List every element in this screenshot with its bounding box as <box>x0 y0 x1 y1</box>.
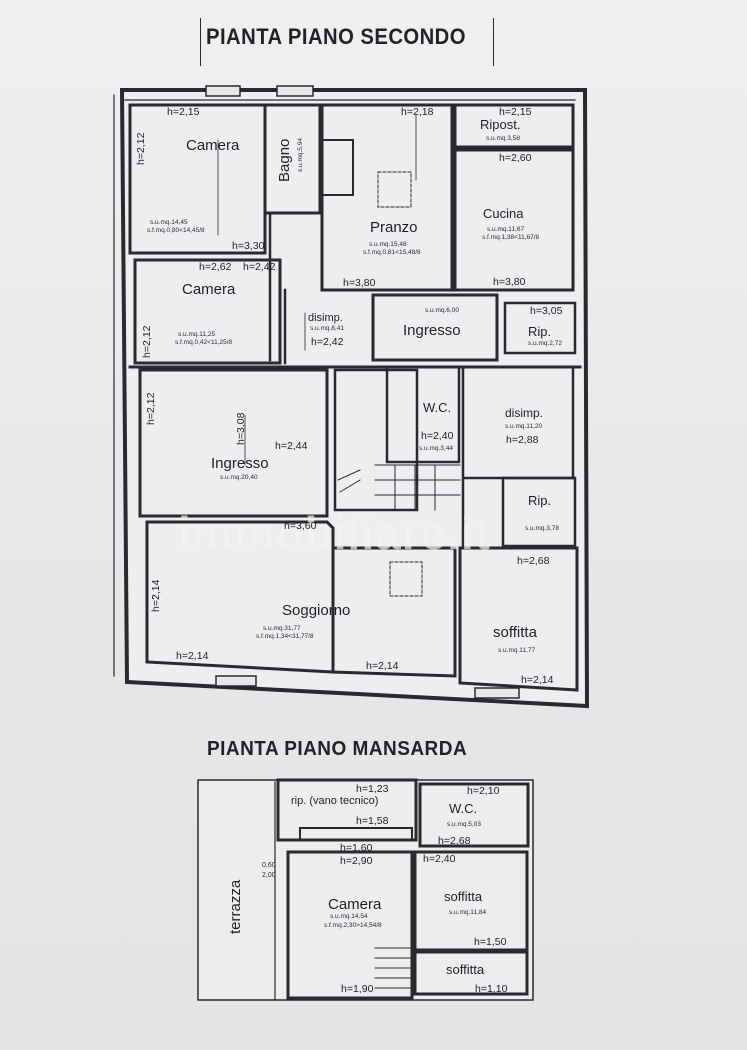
camera-mid-sum-2: s.f.mq.0,42<11,25/8 <box>175 339 233 346</box>
camera-top-sum-2: s.f.mq.0,80<14,45/8 <box>147 227 205 234</box>
room-rip-top: Rip. <box>528 324 552 339</box>
attic-wc-sum: s.u.mq.5,03 <box>447 821 481 828</box>
room-ripost: Ripost. <box>480 117 521 132</box>
room-rip-mid: Rip. <box>528 493 552 508</box>
cucina-sum-1: s.u.mq.11,67 <box>487 226 525 233</box>
ingresso-main-sum: s.u.mq.20,40 <box>220 474 258 481</box>
pranzo-sum-1: s.u.mq.15,48 <box>369 241 407 248</box>
soffitta-height: h=2,14 <box>521 674 554 686</box>
attic-stair-height-2: h=2,90 <box>340 855 373 867</box>
pranzo-height-bottom: h=3,80 <box>343 277 376 289</box>
cucina-height-top: h=2,60 <box>499 152 532 164</box>
camera-mid-sum-1: s.u.mq.11,25 <box>178 331 216 338</box>
ingresso-top-sum: s.u.mq.6,00 <box>425 307 459 314</box>
watermark-logo: immobiliare.it <box>178 507 492 559</box>
soffitta-sum: s.u.mq.11,77 <box>498 647 536 654</box>
camera-mid-height-1: h=2,62 <box>199 261 232 273</box>
rip-mid-sum: s.u.mq.3,78 <box>525 525 559 532</box>
room-wc: W.C. <box>423 400 452 415</box>
disimp-left-height: h=2,42 <box>311 336 344 348</box>
soffitta-b-height: h=1,10 <box>475 983 508 995</box>
rip-mid-height: h=2,68 <box>517 555 550 567</box>
title-attic-floor: PIANTA PIANO MANSARDA <box>207 738 468 760</box>
room-soggiorno: Soggiorno <box>282 602 351 619</box>
cucina-sum-2: s.f.mq.1,38<11,67/8 <box>482 234 540 241</box>
bagno-sum: s.u.mq.5,94 <box>297 138 304 172</box>
attic-stair-height-1: h=1,60 <box>340 842 373 854</box>
title-frame-second <box>200 18 494 66</box>
attic-camera-sum-1: s.u.mq.14,54 <box>330 913 368 920</box>
room-soffitta: soffitta <box>493 624 537 641</box>
attic-camera-sum-2: s.f.mq.2,30>14,54/8 <box>324 922 382 929</box>
rip-tecnico-height-2: h=1,58 <box>356 815 389 827</box>
camera-top-sum-1: s.u.mq.14,45 <box>150 219 188 226</box>
attic-stair-tick-2: 2,00 <box>262 872 276 879</box>
room-ingresso-main: Ingresso <box>211 455 269 472</box>
room-terrazza: terrazza <box>227 879 244 934</box>
pranzo-sum-2: s.f.mq.0,81<15,48/8 <box>363 249 421 256</box>
disimp-right-sum: s.u.mq.11,20 <box>505 423 543 430</box>
ingresso-main-height-side: h=2,12 <box>145 392 157 425</box>
room-rip-tecnico: rip. (vano tecnico) <box>291 795 379 807</box>
ingresso-main-height-bottom: h=3,60 <box>284 520 317 532</box>
camera-mid-height-2: h=2,42 <box>243 261 276 273</box>
room-attic-camera: Camera <box>328 896 382 913</box>
attic-wc-height-2: h=2,68 <box>438 835 471 847</box>
soggiorno-sum-1: s.u.mq.31,77 <box>263 625 301 632</box>
soffitta-a-sum: s.u.mq.11,84 <box>449 909 487 916</box>
wc-sum: s.u.mq.3,44 <box>419 445 453 452</box>
soggiorno-height-bottom-left: h=2,14 <box>176 650 209 662</box>
rip-top-height: h=3,05 <box>530 305 563 317</box>
attic-wc-height-1: h=2,10 <box>467 785 500 797</box>
soffitta-a-height-bottom: h=1,50 <box>474 936 507 948</box>
camera-mid-height-side: h=2,12 <box>141 325 153 358</box>
soggiorno-height-side: h=2,14 <box>150 579 162 612</box>
soffitta-a-height-top: h=2,40 <box>423 853 456 865</box>
soggiorno-height-bottom-mid: h=2,14 <box>366 660 399 672</box>
soggiorno-sum-2: s.f.mq.1,34<31,77/8 <box>256 633 314 640</box>
room-attic-soffitta-a: soffitta <box>444 889 483 904</box>
ingresso-main-height: h=2,44 <box>275 440 308 452</box>
attic-stair-tick-1: 0,60 <box>262 862 276 869</box>
room-bagno: Bagno <box>276 138 293 182</box>
rip-tecnico-height-1: h=1,23 <box>356 783 389 795</box>
disimp-right-height: h=2,88 <box>506 434 539 446</box>
room-disimp-left: disimp. <box>308 312 343 324</box>
room-camera-mid: Camera <box>182 281 236 298</box>
room-cucina: Cucina <box>483 206 524 221</box>
room-ingresso-top: Ingresso <box>403 322 461 339</box>
cucina-height-bottom: h=3,80 <box>493 276 526 288</box>
room-camera-top: Camera <box>186 137 240 154</box>
wc-height: h=2,40 <box>421 430 454 442</box>
camera-top-height-top: h=2,15 <box>167 106 200 118</box>
disimp-left-sum: s.u.mq.8,41 <box>310 325 344 332</box>
ripost-height: h=2,15 <box>499 106 532 118</box>
title-second-floor: PIANTA PIANO SECONDO <box>206 24 466 49</box>
camera-top-height-side: h=2,12 <box>135 132 147 165</box>
room-attic-wc: W.C. <box>449 801 478 816</box>
pranzo-height-top: h=2,18 <box>401 106 434 118</box>
camera-top-height-bottom: h=3,30 <box>232 240 265 252</box>
room-attic-soffitta-b: soffitta <box>446 962 485 977</box>
ingresso-main-height-vertical: h=3,08 <box>235 412 247 445</box>
room-disimp-right: disimp. <box>505 406 544 420</box>
rip-top-sum: s.u.mq.2,72 <box>528 340 562 347</box>
ripost-sum: s.u.mq.3,58 <box>486 135 520 142</box>
room-pranzo: Pranzo <box>370 219 418 236</box>
attic-camera-height: h=1,90 <box>341 983 374 995</box>
